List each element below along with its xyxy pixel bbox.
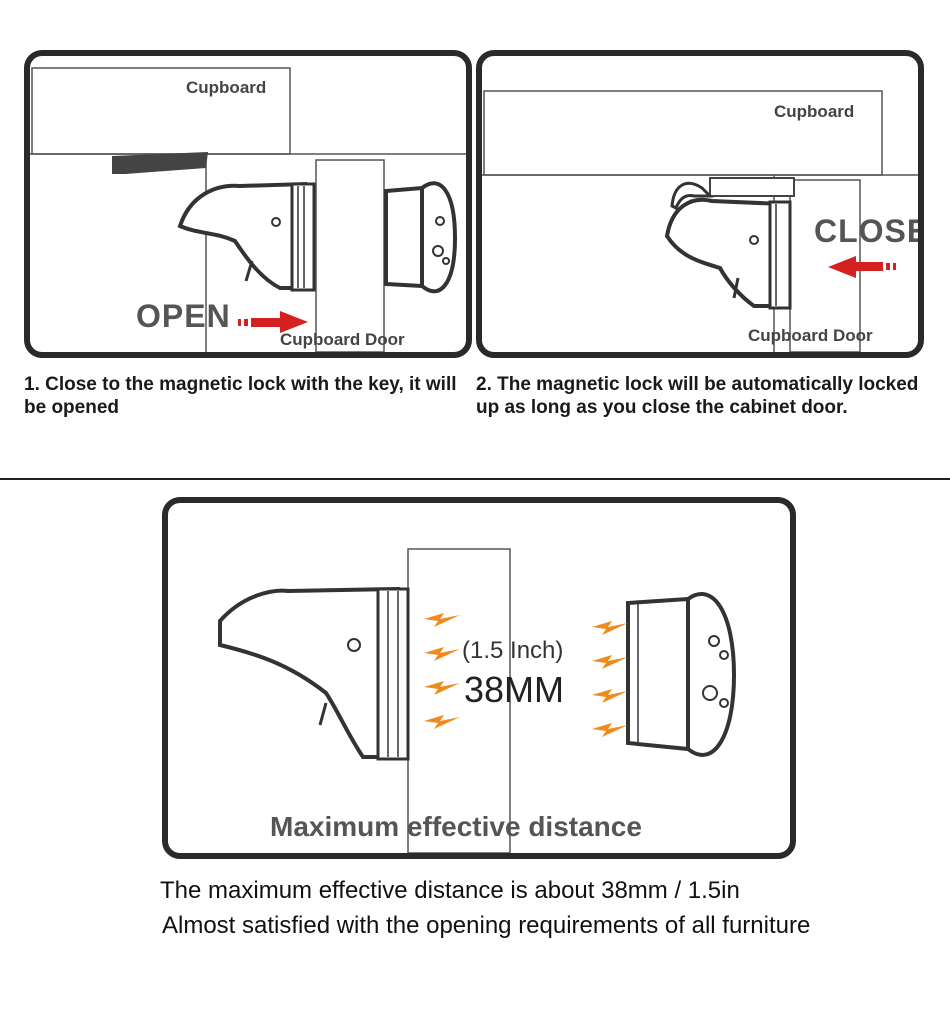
footer-line-2: Almost satisfied with the opening requir… [162, 912, 811, 939]
caption-open: 1. Close to the magnetic lock with the k… [24, 374, 457, 418]
panel-distance: (1.5 Inch) 38MM Maximum effective distan… [162, 497, 796, 859]
distance-illustration [218, 548, 737, 853]
cupboard-label: Cupboard [186, 78, 267, 97]
footer-line-1: The maximum effective distance is about … [160, 877, 740, 904]
open-arrow [238, 311, 308, 333]
section-divider [0, 478, 950, 480]
signal-bolts-right [592, 621, 628, 737]
open-illustration [30, 67, 466, 352]
cupboard-label: Cupboard [774, 102, 855, 121]
distance-title: Maximum effective distance [270, 811, 642, 842]
inch-label: (1.5 Inch) [462, 637, 564, 664]
open-label: OPEN [136, 298, 231, 334]
panel-close: Cupboard CLOSE Cupboard Door [476, 50, 924, 358]
signal-bolts-left [424, 613, 460, 729]
close-label: CLOSE [814, 213, 924, 249]
close-arrow [828, 256, 896, 278]
panel-open: Cupboard OPEN Cupboard Door [24, 50, 472, 358]
cupboard-door-label: Cupboard Door [748, 326, 873, 345]
cupboard-door-label: Cupboard Door [280, 330, 405, 349]
caption-close: 2. The magnetic lock will be automatical… [476, 374, 919, 418]
close-illustration [482, 90, 918, 352]
mm-label: 38MM [464, 669, 565, 710]
